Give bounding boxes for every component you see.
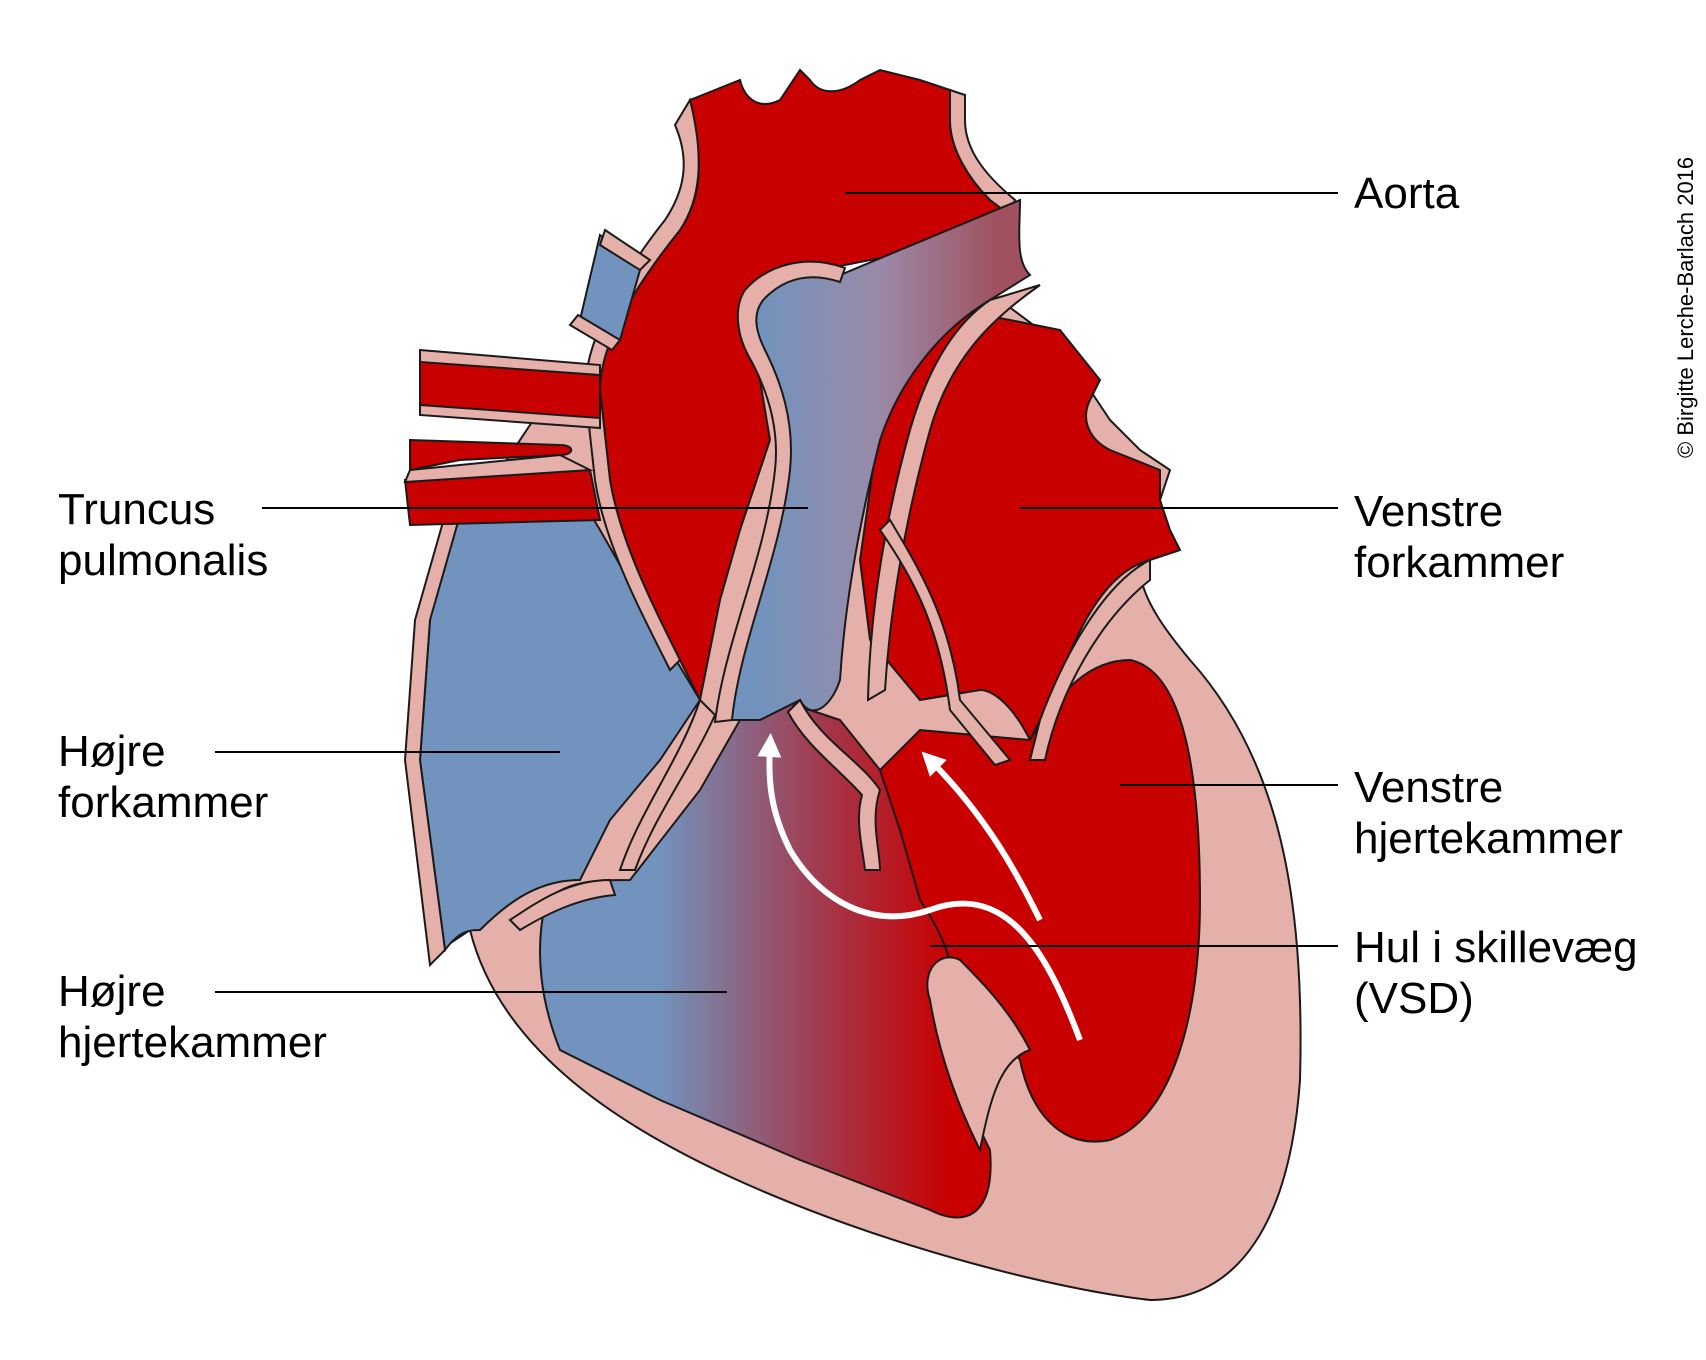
left-vessel-lower-rim: [403, 453, 594, 484]
label-truncus-line2: pulmonalis: [58, 536, 268, 585]
valve-leaflet-mid: [786, 698, 882, 871]
flow-arrow-to-aorta: [921, 751, 1043, 922]
label-venstre-forkammer-line2: forkammer: [1354, 538, 1564, 587]
label-venstre-hjertekammer-line2: hjertekammer: [1354, 814, 1623, 863]
label-vsd-line2: (VSD): [1354, 974, 1474, 1023]
right-atrium-rim: [403, 479, 472, 968]
left-vessel-upper-rim: [419, 348, 601, 430]
label-venstre-forkammer-line1: Venstre: [1354, 487, 1503, 536]
aorta-wall-left: [583, 97, 700, 672]
septum-muscle: [926, 956, 1032, 1154]
small-blue-vessel-rim: [568, 228, 652, 352]
label-hojre-forkammer-line2: forkammer: [58, 778, 268, 827]
aorta-wall-right: [949, 88, 1017, 217]
flow-arrow-to-truncus: [757, 733, 1083, 1042]
right-atrium-region: [418, 479, 702, 953]
label-truncus-line1: Truncus: [58, 485, 215, 534]
tricuspid-leaflet: [508, 878, 617, 932]
mitral-leaflet: [1028, 558, 1151, 761]
label-vsd-line1: Hul i skillevæg: [1354, 923, 1638, 972]
truncus-wall-right: [866, 284, 1041, 702]
label-hojre-hjertekammer-line2: hjertekammer: [58, 1018, 327, 1067]
left-vessel-lower: [409, 438, 573, 472]
label-hojre-hjertekammer-line1: Højre: [58, 967, 166, 1016]
copyright-notice: © Birgitte Lerche-Barlach 2016: [1673, 157, 1698, 458]
valve-leaflet-left: [618, 698, 717, 871]
label-hojre-forkammer-line1: Højre: [58, 727, 166, 776]
label-aorta: Aorta: [1354, 169, 1460, 218]
valve-leaflet-right: [878, 518, 1012, 767]
truncus-wall-left: [713, 260, 847, 724]
label-venstre-hjertekammer-line1: Venstre: [1354, 763, 1503, 812]
